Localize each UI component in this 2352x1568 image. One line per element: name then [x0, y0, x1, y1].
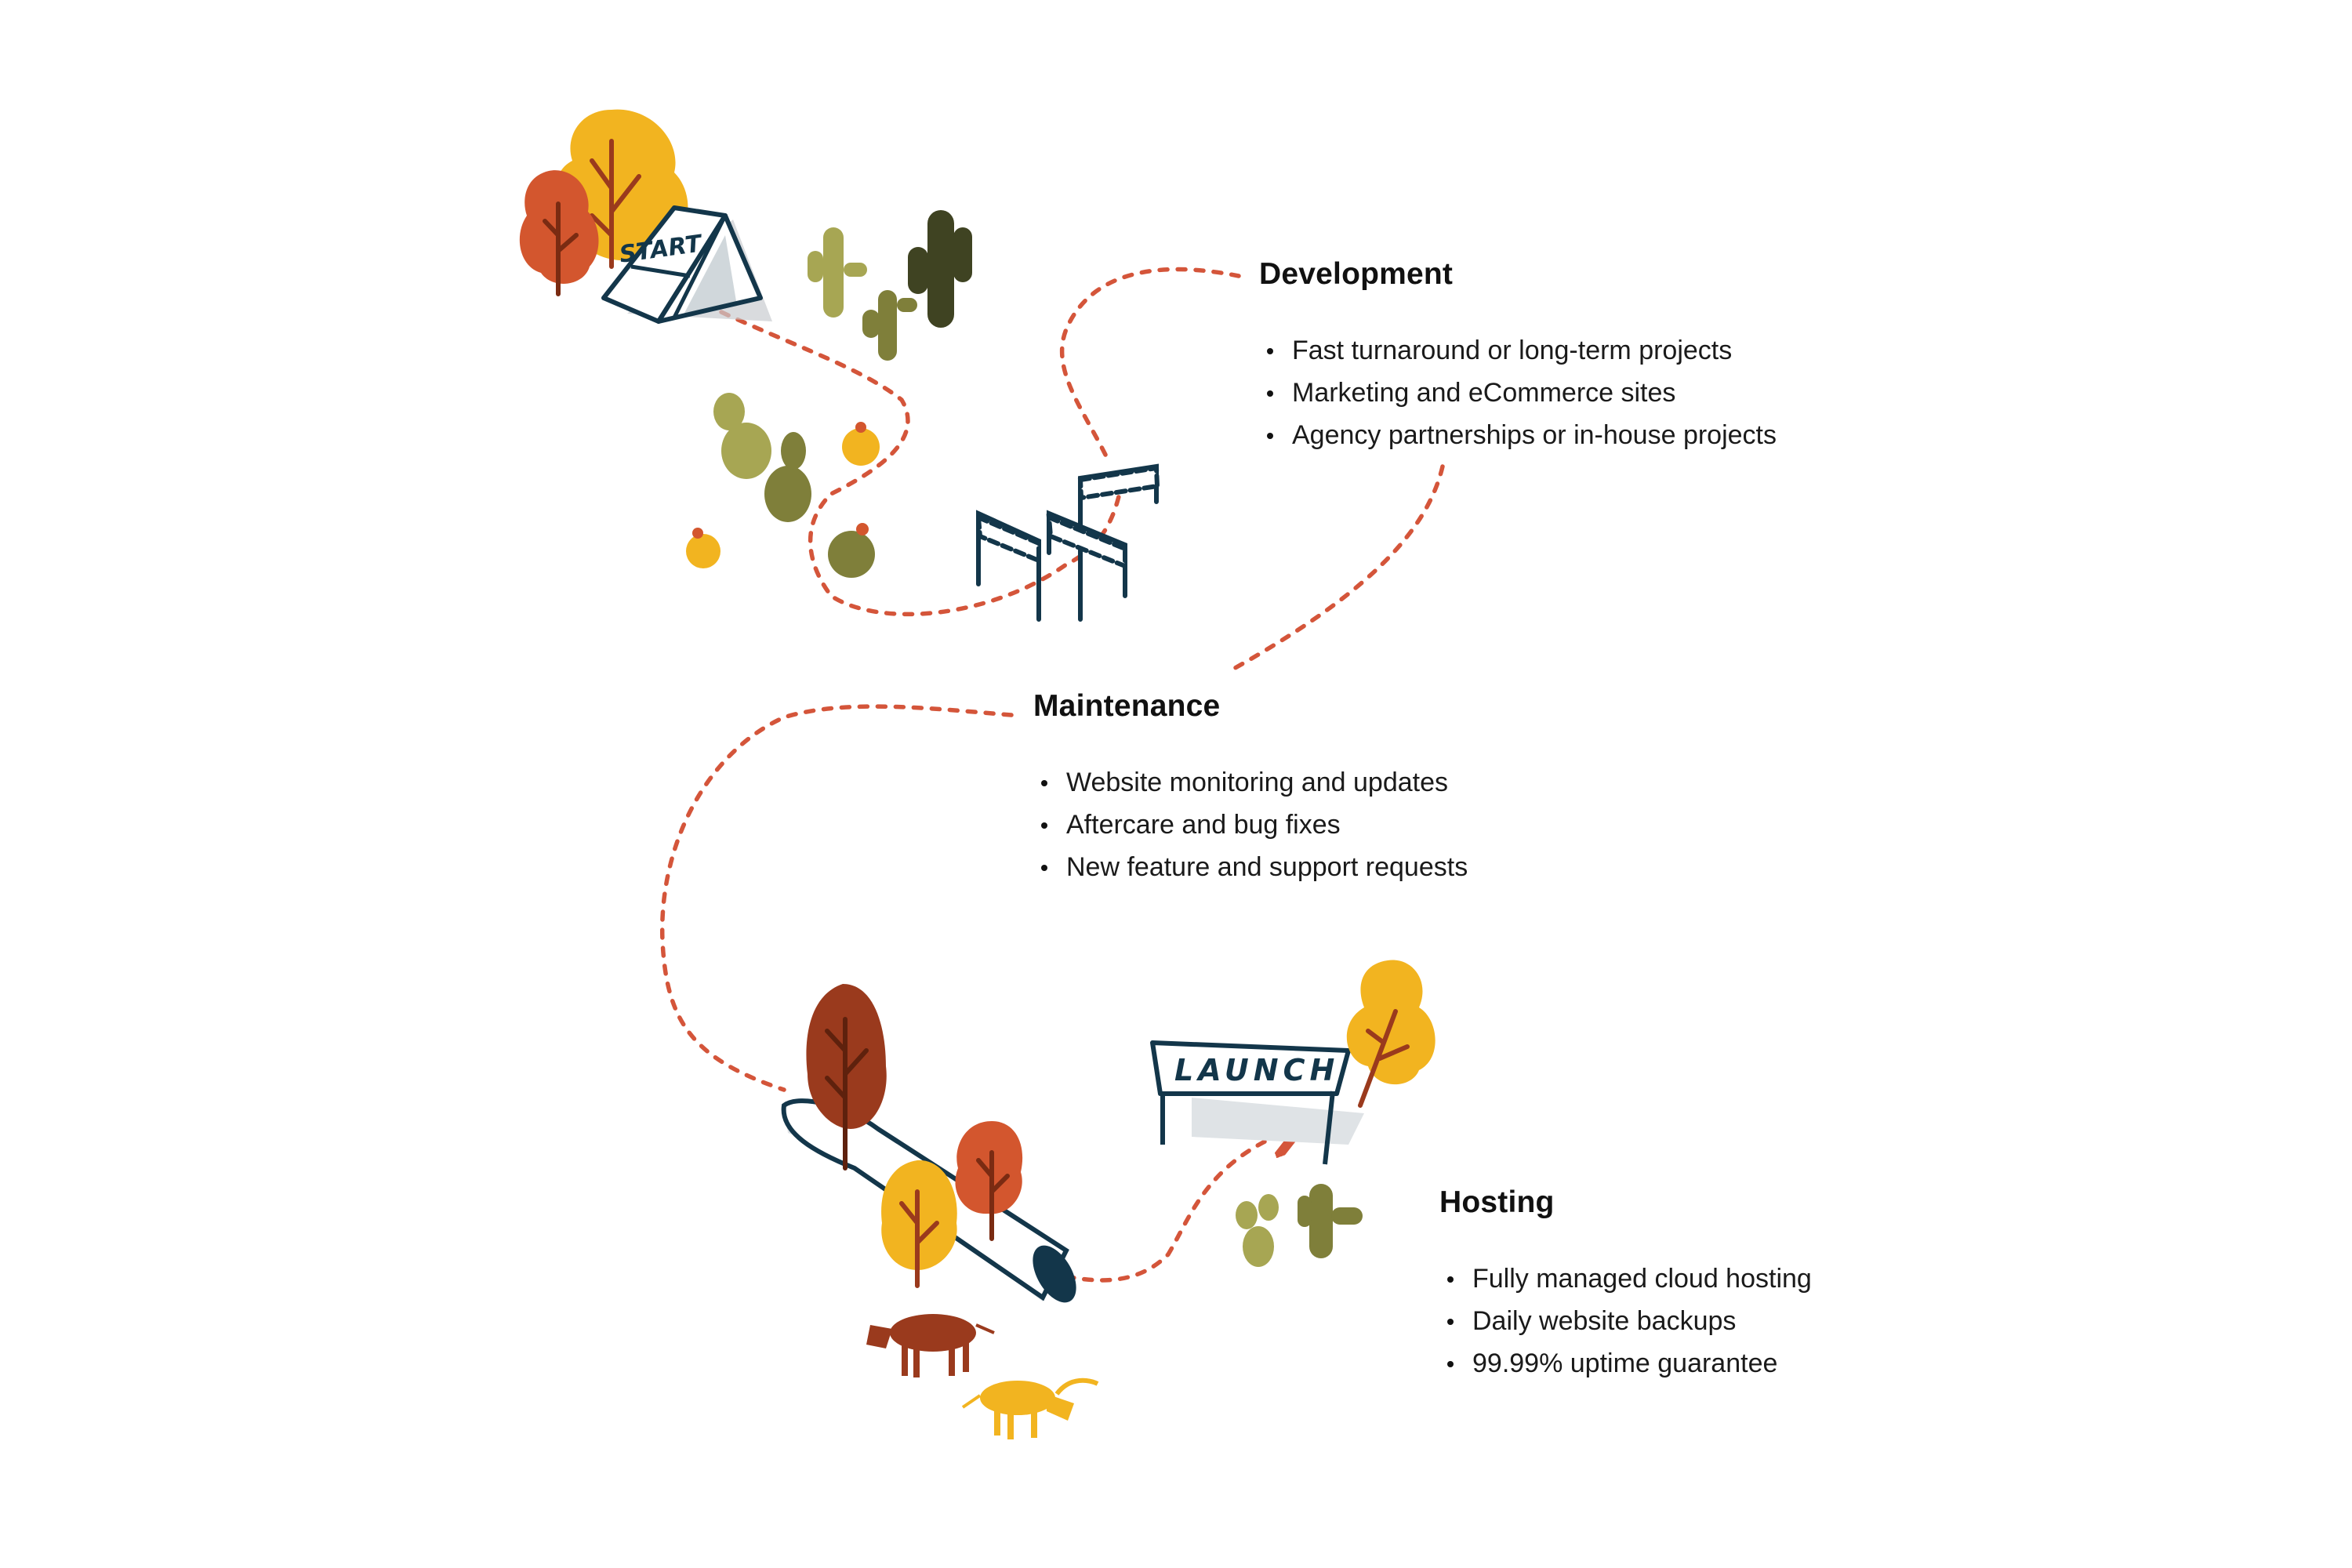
cactus-small	[862, 290, 917, 361]
hurdles	[975, 463, 1160, 622]
development-item: Fast turnaround or long-term projects	[1267, 329, 1777, 372]
maintenance-item: Website monitoring and updates	[1040, 761, 1468, 804]
barrel-cacti	[686, 422, 880, 578]
prickly-pear-cacti	[713, 393, 811, 522]
maintenance-item: New feature and support requests	[1040, 846, 1468, 888]
maintenance-list: Website monitoring and updates Aftercare…	[1033, 761, 1468, 888]
cactus-hosting-light	[1236, 1194, 1279, 1267]
cactus-hosting-dark	[1298, 1184, 1363, 1258]
development-item: Agency partnerships or in-house projects	[1267, 414, 1777, 456]
maintenance-title: Maintenance	[1033, 689, 1221, 723]
journey-path	[659, 267, 1445, 1283]
hosting-item: Fully managed cloud hosting	[1447, 1258, 1812, 1300]
maintenance-section: Maintenance Website monitoring and updat…	[1033, 689, 1468, 888]
launch-sign: LAUNCH	[1150, 1040, 1364, 1165]
development-list: Fast turnaround or long-term projects Ma…	[1259, 329, 1777, 456]
hosting-title: Hosting	[1439, 1185, 1555, 1219]
hosting-section: Hosting Fully managed cloud hosting Dail…	[1439, 1185, 1812, 1385]
development-item: Marketing and eCommerce sites	[1267, 372, 1777, 414]
maintenance-item: Aftercare and bug fixes	[1040, 804, 1468, 846]
bull-rust	[866, 1314, 995, 1377]
bull-yellow	[961, 1377, 1099, 1439]
cactus-tall-light	[808, 227, 867, 318]
tree-orange-start	[519, 170, 599, 296]
hosting-item: 99.99% uptime guarantee	[1447, 1342, 1812, 1385]
tree-orange-tunnel	[955, 1121, 1023, 1241]
cactus-tall-dark	[908, 210, 972, 328]
tree-yellow-tunnel	[881, 1160, 957, 1288]
tree-yellow-launch	[1346, 960, 1436, 1108]
start-tent: START	[601, 205, 772, 324]
hosting-item: Daily website backups	[1447, 1300, 1812, 1342]
tree-rust-tunnel	[806, 984, 887, 1171]
development-title: Development	[1259, 257, 1454, 291]
hosting-list: Fully managed cloud hosting Daily websit…	[1439, 1258, 1812, 1385]
development-section: Development Fast turnaround or long-term…	[1259, 257, 1777, 456]
launch-sign-text: LAUNCH	[1174, 1053, 1339, 1087]
